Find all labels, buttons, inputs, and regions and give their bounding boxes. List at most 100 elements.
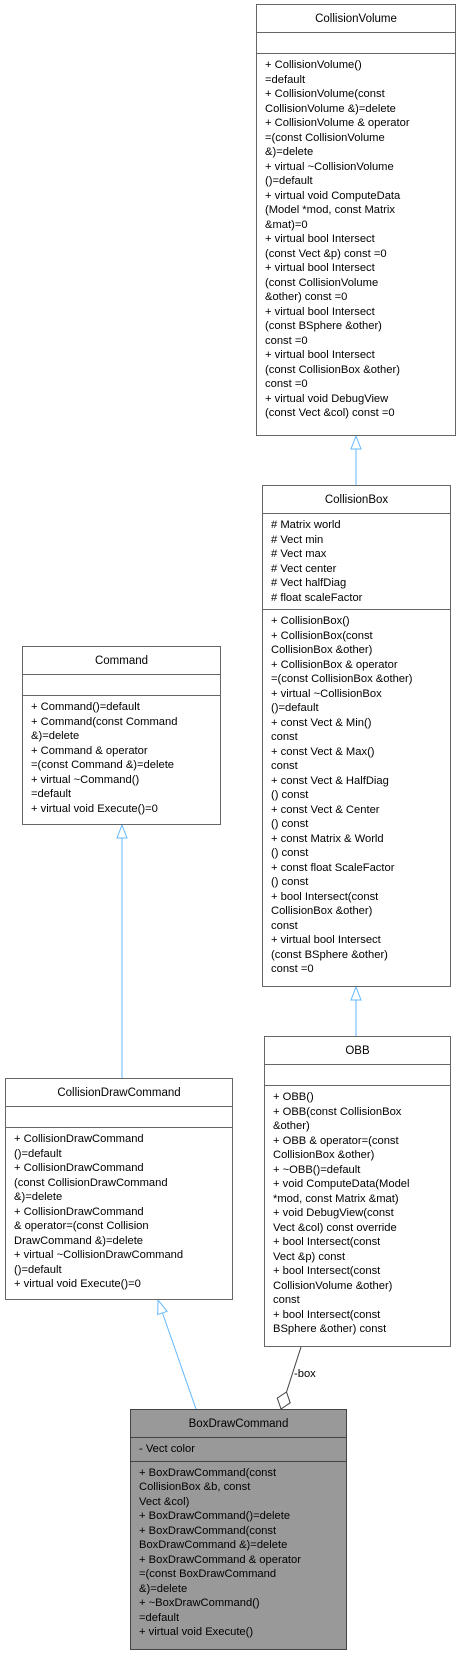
method-line: + const Matrix & World <box>271 832 384 845</box>
method-line: + bool Intersect(const <box>273 1308 381 1321</box>
association-edge-obb-box <box>286 1346 302 1393</box>
method-line: + virtual ~CollisionVolume <box>265 160 394 173</box>
method-line: const =0 <box>271 963 314 975</box>
method-line: (const Vect &col) const =0 <box>265 407 395 419</box>
method-line: const <box>273 1294 300 1306</box>
attribute-line: # Vect center <box>271 562 337 575</box>
method-line: DrawCommand &)=delete <box>14 1234 144 1247</box>
method-line: () const <box>271 789 309 801</box>
method-section: + BoxDrawCommand(const CollisionBox &b, … <box>131 1462 346 1644</box>
method-line: + virtual ~CollisionBox <box>271 687 382 700</box>
method-line: + CollisionVolume(const <box>265 88 385 100</box>
method-line: + bool Intersect(const <box>273 1265 381 1277</box>
method-line: + void DebugView(const <box>273 1207 394 1219</box>
method-line: () const <box>271 818 309 830</box>
attribute-line: # Matrix world <box>271 519 341 531</box>
method-line: const =0 <box>265 334 308 347</box>
method-line: + void ComputeData(Model <box>273 1178 410 1190</box>
method-line: + BoxDrawCommand(const <box>139 1524 277 1537</box>
inheritance-arrowhead <box>116 823 128 839</box>
method-line: const =0 <box>265 378 308 390</box>
method-line: + CollisionDrawCommand <box>14 1162 144 1174</box>
method-line: + Command()=default <box>31 701 140 713</box>
method-line: Vect &col) <box>139 1495 190 1508</box>
method-line: CollisionBox &other) <box>271 905 373 917</box>
method-line: + virtual bool Intersect <box>265 305 375 318</box>
method-line: =default <box>265 73 306 86</box>
method-line: CollisionBox &b, const <box>139 1481 251 1493</box>
method-line: + virtual void DebugView <box>265 392 389 405</box>
method-line: (const BSphere &other) <box>265 320 382 332</box>
method-line: (const CollisionDrawCommand <box>14 1176 168 1189</box>
method-section: + CollisionVolume()=default+ CollisionVo… <box>257 54 455 425</box>
method-section: + CollisionBox()+ CollisionBox(const Col… <box>263 610 450 981</box>
method-line: + virtual void Execute() <box>139 1626 254 1638</box>
method-line: &)=delete <box>139 1582 188 1595</box>
method-line: + OBB(const CollisionBox <box>273 1105 402 1118</box>
method-line: + virtual void ComputeData <box>265 189 401 202</box>
method-line: =default <box>139 1611 180 1624</box>
method-line: BSphere &other) const <box>273 1323 387 1335</box>
method-line: + ~BoxDrawCommand() <box>139 1597 260 1609</box>
attribute-line: - Vect color <box>139 1443 195 1455</box>
method-line: const <box>271 731 298 743</box>
method-line: &other) <box>273 1120 310 1132</box>
method-line: CollisionVolume &other) <box>273 1279 393 1292</box>
method-line: &)=delete <box>265 146 314 158</box>
method-line: const <box>271 760 298 772</box>
method-line: CollisionBox &other) <box>271 644 373 656</box>
method-line: *mod, const Matrix &mat) <box>273 1192 399 1205</box>
method-line: + BoxDrawCommand & operator <box>139 1553 301 1566</box>
method-line: BoxDrawCommand &)=delete <box>139 1539 288 1551</box>
class-boxdrawcommand[interactable]: BoxDrawCommand - Vect color + BoxDrawCom… <box>130 1409 347 1650</box>
method-line: CollisionBox &other) <box>273 1149 375 1161</box>
method-line: + const Vect & Min() <box>271 716 372 729</box>
method-line: &other) const =0 <box>265 291 348 303</box>
method-line: + CollisionBox & operator <box>271 658 398 671</box>
class-title: CollisionDrawCommand <box>6 1079 232 1107</box>
class-title: Command <box>23 647 220 675</box>
class-obb[interactable]: OBB + OBB()+ OBB(const CollisionBox &oth… <box>264 1036 451 1347</box>
method-line: + BoxDrawCommand(const <box>139 1466 277 1479</box>
inheritance-arrowhead <box>157 1298 168 1316</box>
attribute-section: - Vect color <box>131 1438 346 1462</box>
method-section: + CollisionDrawCommand ()=default + Collis… <box>6 1128 232 1296</box>
method-line: (const CollisionVolume <box>265 276 379 289</box>
method-line: & operator=(const Collision <box>14 1220 149 1232</box>
method-line: (const CollisionBox &other) <box>265 363 400 376</box>
method-line: + OBB() <box>273 1091 314 1103</box>
method-line: + bool Intersect(const <box>271 890 379 903</box>
method-section: + OBB() + OBB(const CollisionBox &other) +… <box>265 1086 450 1341</box>
attribute-section: # Matrix world# Vect min# Vect max# Vect… <box>263 514 450 610</box>
method-line: =(const CollisionVolume <box>265 131 385 144</box>
attribute-section <box>6 1107 232 1128</box>
attribute-section <box>265 1065 450 1086</box>
method-section: + Command()=default+ Command(const Comma… <box>23 696 220 820</box>
inheritance-arrowhead <box>350 985 362 1001</box>
method-line: + const Vect & Center <box>271 803 380 816</box>
class-collisionbox[interactable]: CollisionBox # Matrix world# Vect min# V… <box>262 485 451 987</box>
method-line: ()=default <box>271 702 319 714</box>
method-line: ()=default <box>14 1263 62 1276</box>
method-line: &mat)=0 <box>265 218 308 231</box>
method-line: + Command & operator <box>31 744 148 757</box>
method-line: + virtual void Execute()=0 <box>14 1278 141 1290</box>
method-line: =default <box>31 788 72 800</box>
class-command[interactable]: Command + Command()=default+ Command(con… <box>22 646 221 825</box>
method-line: + virtual bool Intersect <box>265 349 375 361</box>
attribute-section <box>23 675 220 696</box>
method-line: + CollisionDrawCommand <box>14 1205 144 1218</box>
method-line: ()=default <box>265 175 313 187</box>
method-line: &)=delete <box>14 1191 63 1203</box>
attribute-line: # Vect max <box>271 548 327 560</box>
class-collisiondrawcommand[interactable]: CollisionDrawCommand + CollisionDrawComm… <box>5 1078 233 1300</box>
inheritance-edge-boxdrawcommand-collisiondrawcommand <box>162 1312 197 1410</box>
inheritance-arrowhead <box>350 434 362 450</box>
method-line: =(const CollisionBox &other) <box>271 673 413 685</box>
method-line: Vect &col) const override <box>273 1221 397 1234</box>
class-collisionvolume[interactable]: CollisionVolume + CollisionVolume()=defa… <box>256 4 456 436</box>
aggregation-diamond <box>276 1391 291 1410</box>
method-line: () const <box>271 876 309 888</box>
method-line: + CollisionBox() <box>271 615 350 627</box>
